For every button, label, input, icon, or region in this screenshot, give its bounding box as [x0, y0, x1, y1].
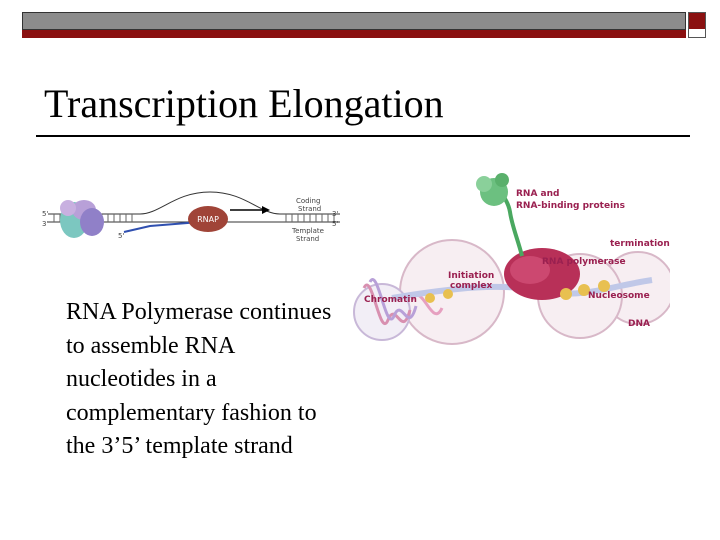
arrowhead: [262, 206, 270, 214]
rna-binding-label-1: RNA and: [516, 189, 559, 199]
rnap-label: RNAP: [197, 215, 219, 224]
initiation-label-2: complex: [450, 281, 493, 291]
rna-polymerase-label: RNA polymerase: [542, 257, 626, 267]
slide-body-text: RNA Polymerase continues to assemble RNA…: [66, 299, 332, 460]
three-prime-right: 3': [332, 210, 338, 218]
corner-red-square: [689, 13, 705, 29]
rna-binding-proteins-cluster: [476, 173, 509, 206]
template-strand-label-2: Strand: [296, 235, 319, 243]
nucleosome-label: Nucleosome: [588, 291, 650, 301]
rna-polymerase-highlight: [510, 256, 550, 284]
header-bar: [22, 12, 686, 30]
rnap-enzyme: [188, 206, 228, 232]
elongation-diagram: RNAP Coding Strand Template Strand 5' 3'…: [42, 191, 340, 243]
slide-title: Transcription Elongation: [44, 81, 444, 126]
initiation-label-1: Initiation: [448, 271, 494, 281]
nucleosome-beads: [425, 280, 610, 303]
chromatin-label: Chromatin: [364, 295, 417, 305]
five-prime-right: 5': [332, 220, 338, 228]
chromatin-transcription-illustration: RNA and RNA-binding proteins termination…: [353, 173, 670, 345]
coding-strand-label-1: Coding: [296, 197, 320, 205]
template-strand-label-1: Template: [291, 227, 324, 235]
title-divider: [36, 135, 690, 137]
termination-label: termination: [610, 239, 670, 249]
transcription-factor-complex: [60, 200, 104, 238]
corner-decoration: [688, 12, 706, 38]
three-prime-left: 3': [42, 220, 48, 228]
five-prime-left: 5': [42, 210, 48, 218]
dna-label: DNA: [628, 319, 650, 329]
coding-strand-label-2: Strand: [298, 205, 321, 213]
base-pair-ticks: [53, 214, 335, 222]
rna-binding-label-2: RNA-binding proteins: [516, 201, 625, 211]
rna-strand: [123, 221, 201, 233]
header-accent-bar: [22, 30, 686, 38]
five-prime-rna: 5': [118, 232, 124, 240]
